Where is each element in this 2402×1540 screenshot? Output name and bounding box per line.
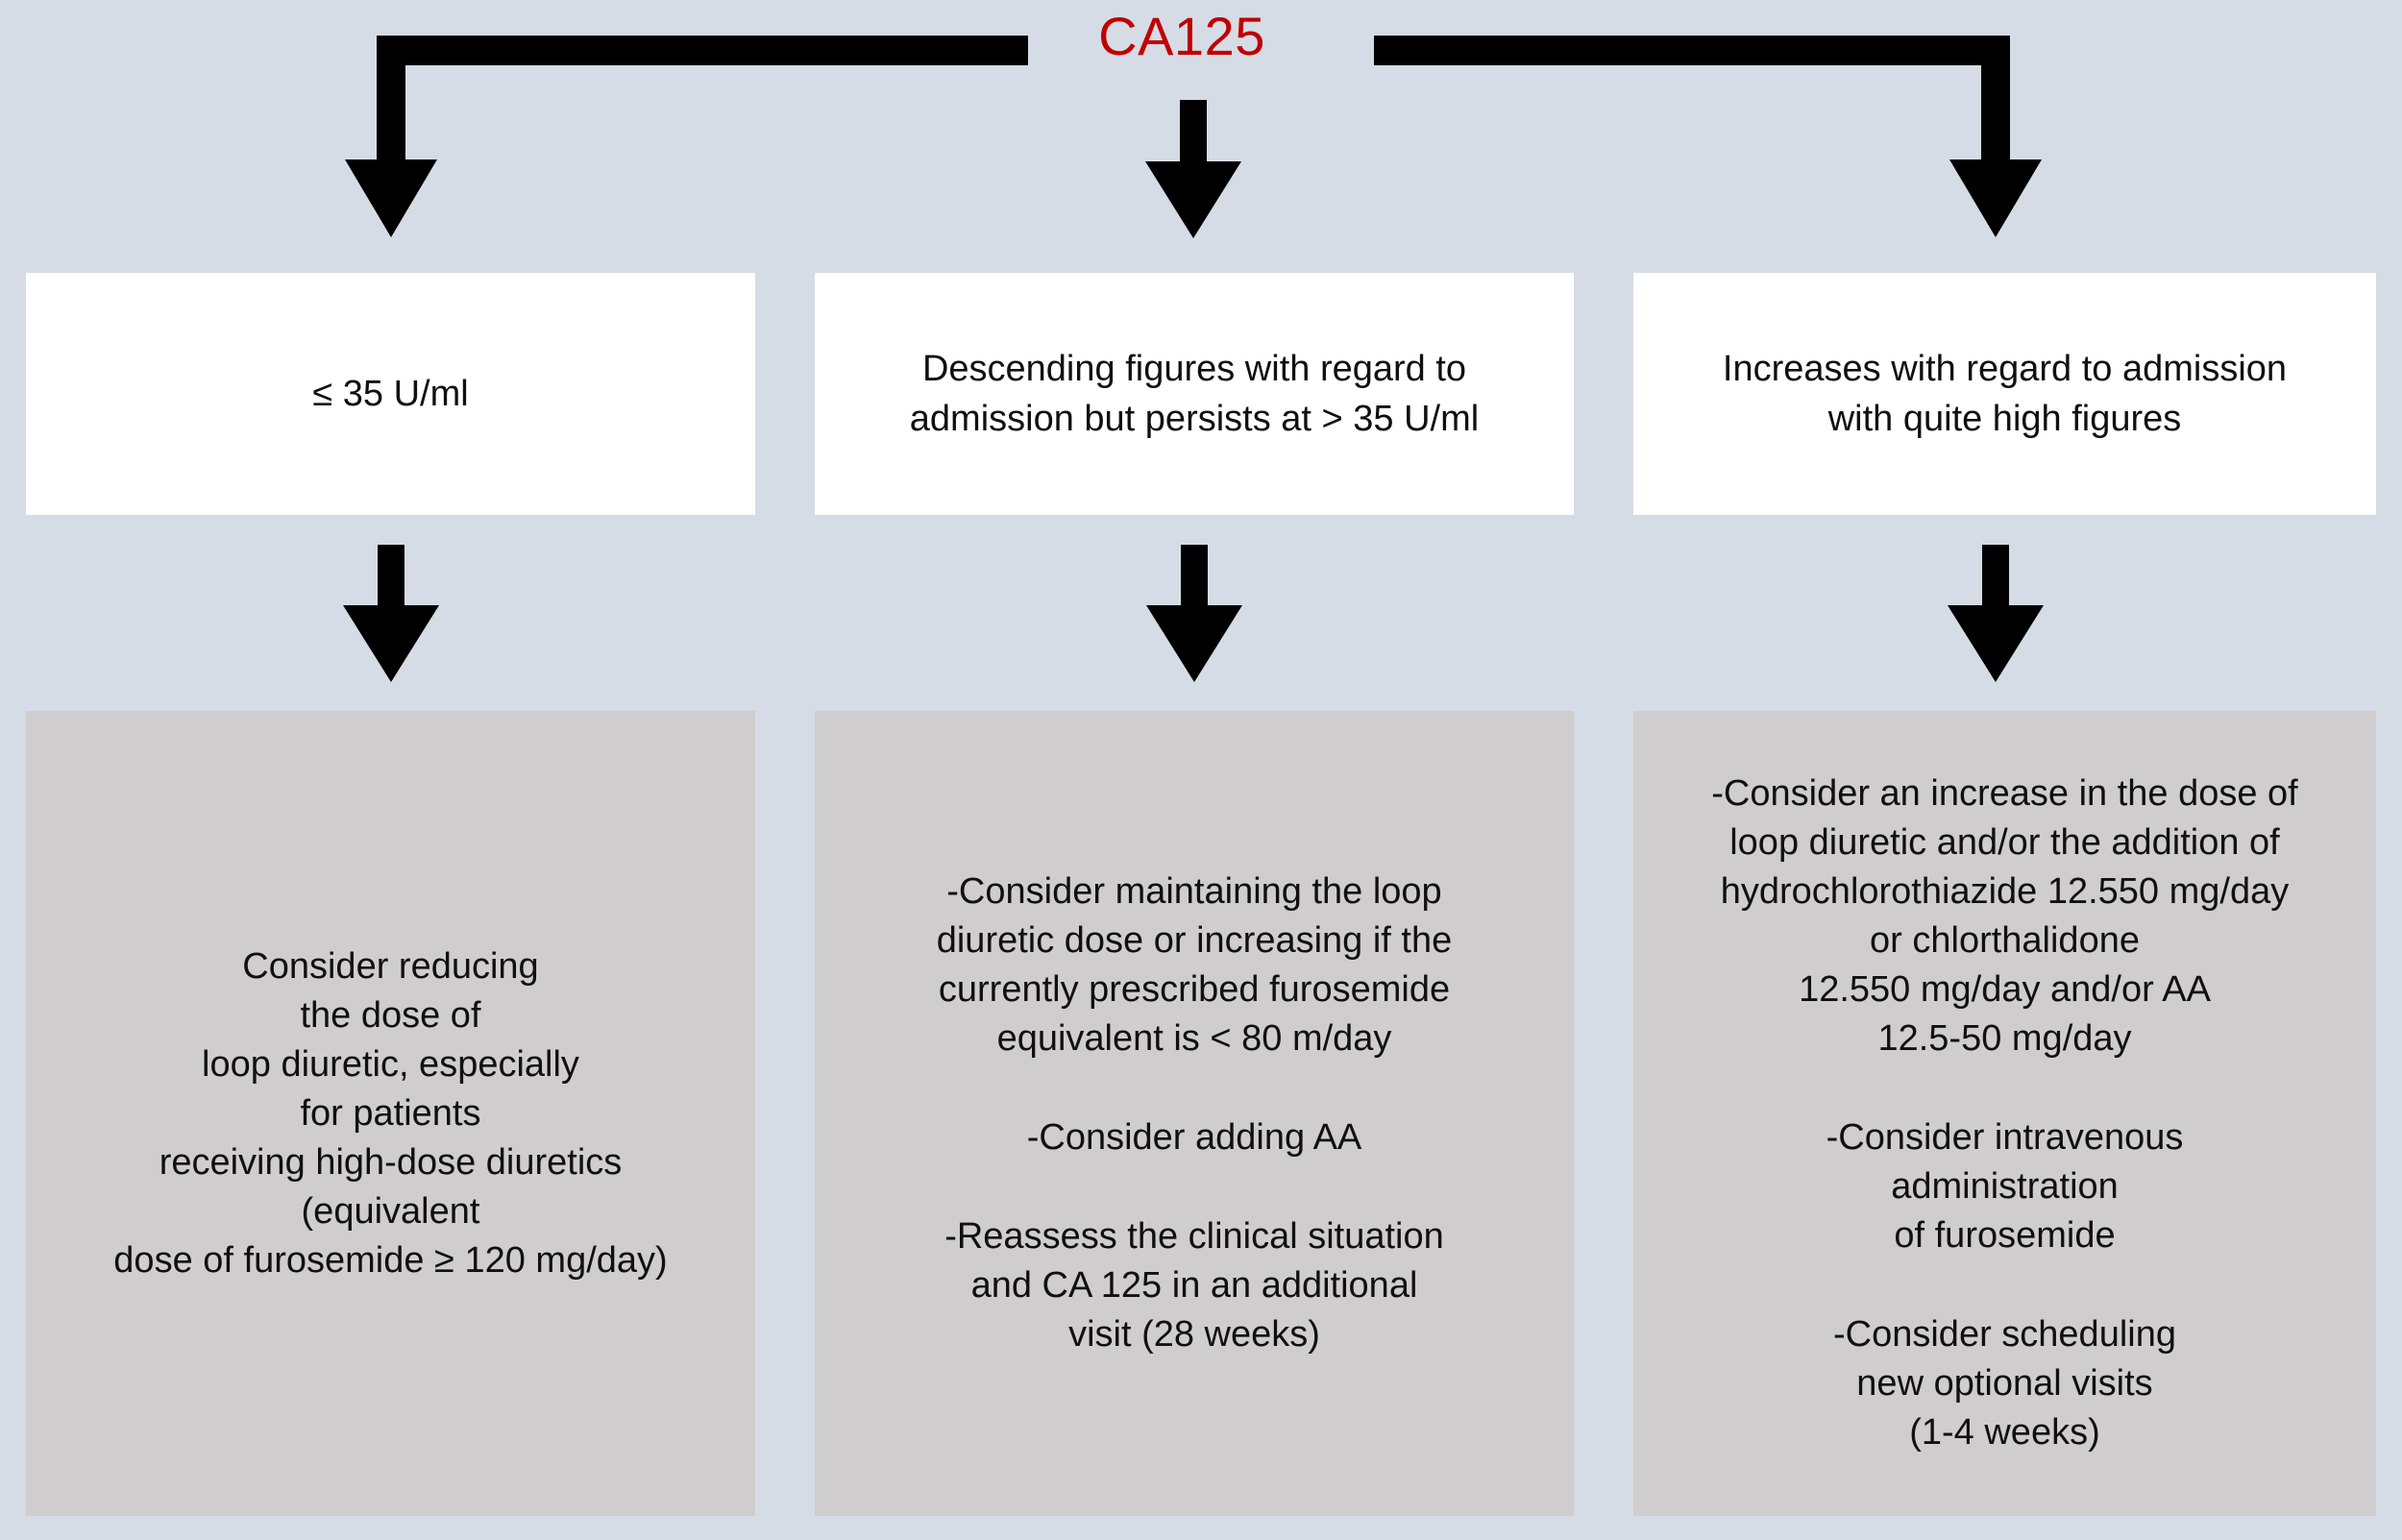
criterion-text-descending: Descending figures with regard to admiss… <box>909 349 1480 439</box>
action-item: -Consider an increase in the dose of loo… <box>1711 773 2298 1059</box>
action-box-low: Consider reducing the dose of loop diure… <box>26 711 755 1516</box>
action-item: -Reassess the clinical situation and CA … <box>944 1216 1444 1355</box>
action-item: -Consider adding AA <box>1026 1117 1362 1158</box>
arrow-to-middle-branch-icon <box>1145 100 1241 238</box>
action-item: -Consider scheduling new optional visits… <box>1833 1314 2176 1453</box>
action-item: Consider reducing the dose of loop diure… <box>113 945 668 1281</box>
arrow-to-left-branch-icon <box>345 36 1028 237</box>
arrow-left-criterion-to-action-icon <box>343 545 439 682</box>
arrow-right-criterion-to-action-icon <box>1948 545 2044 682</box>
criterion-box-low: ≤ 35 U/ml <box>26 273 755 515</box>
action-item: -Consider intravenous administration of … <box>1826 1117 2184 1256</box>
diagram-title: CA125 <box>1098 6 1265 66</box>
action-item: -Consider maintaining the loop diuretic … <box>936 871 1453 1059</box>
action-list-low: Consider reducing the dose of loop diure… <box>26 942 755 1285</box>
action-list-increasing: -Consider an increase in the dose of loo… <box>1633 770 2376 1457</box>
action-box-descending: -Consider maintaining the loop diuretic … <box>815 711 1574 1516</box>
criterion-text-increasing: Increases with regard to admission with … <box>1722 349 2288 439</box>
arrow-middle-criterion-to-action-icon <box>1146 545 1242 682</box>
criterion-box-descending: Descending figures with regard to admiss… <box>815 273 1574 515</box>
criterion-text-low: ≤ 35 U/ml <box>312 374 469 414</box>
action-box-increasing: -Consider an increase in the dose of loo… <box>1633 711 2376 1516</box>
action-list-descending: -Consider maintaining the loop diuretic … <box>815 868 1574 1359</box>
criterion-box-increasing: Increases with regard to admission with … <box>1633 273 2376 515</box>
arrow-to-right-branch-icon <box>1374 36 2042 237</box>
